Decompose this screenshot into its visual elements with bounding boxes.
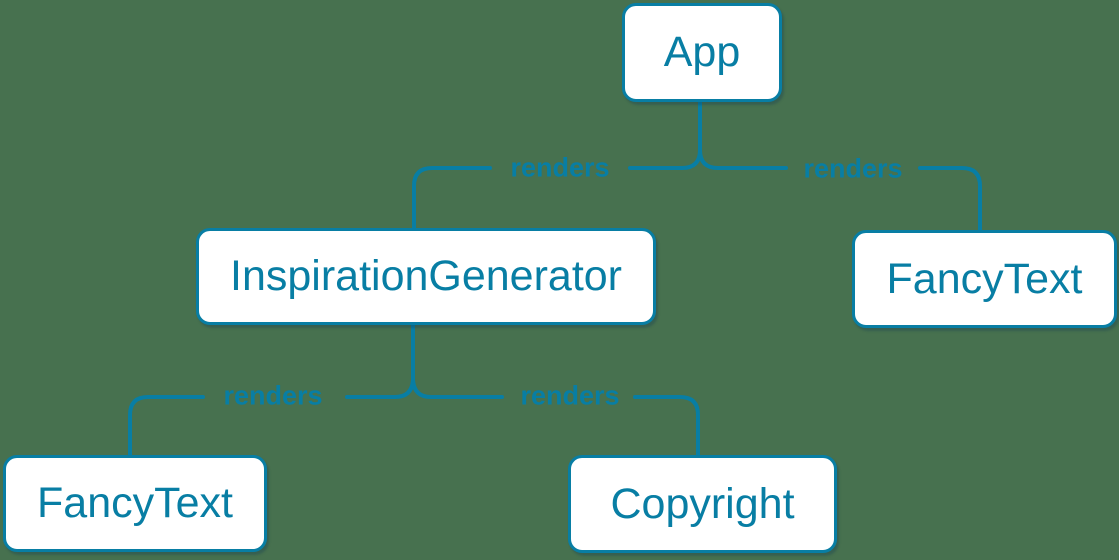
edge-inspirationgenerator-to-copyright-tail: [633, 395, 700, 457]
edge-app-to-fancytext-stem: [698, 148, 788, 170]
node-inspiration-generator: InspirationGenerator: [196, 228, 656, 325]
edge-app-to-inspirationgenerator-tail: [412, 166, 492, 230]
node-copyright-label: Copyright: [610, 479, 795, 528]
edge-label-renders-app-fancytext: renders: [803, 153, 903, 184]
node-fancy-text-bottom-left-label: FancyText: [37, 479, 233, 527]
edge-label-renders-inspirationgenerator-copyright: renders: [520, 380, 620, 411]
node-fancy-text-top-right-label: FancyText: [886, 254, 1083, 303]
edge-label-renders-inspirationgenerator-fancytext: renders: [223, 380, 323, 411]
edge-app-to-fancytext-tail: [918, 166, 982, 232]
edge-inspirationgenerator-to-copyright-stem: [411, 376, 504, 399]
node-fancy-text-bottom-left: FancyText: [3, 455, 267, 552]
node-inspiration-generator-label: InspirationGenerator: [230, 252, 622, 300]
edge-inspirationgenerator-to-fancytext-tail: [128, 395, 205, 457]
edge-app-to-inspirationgenerator-stem: [628, 100, 702, 170]
edge-label-renders-app-inspirationgenerator: renders: [510, 152, 610, 183]
node-app: App: [622, 3, 782, 102]
node-copyright: Copyright: [568, 455, 837, 553]
node-app-label: App: [663, 28, 741, 76]
edge-inspirationgenerator-to-fancytext-stem: [345, 323, 415, 399]
node-fancy-text-top-right: FancyText: [852, 230, 1117, 328]
